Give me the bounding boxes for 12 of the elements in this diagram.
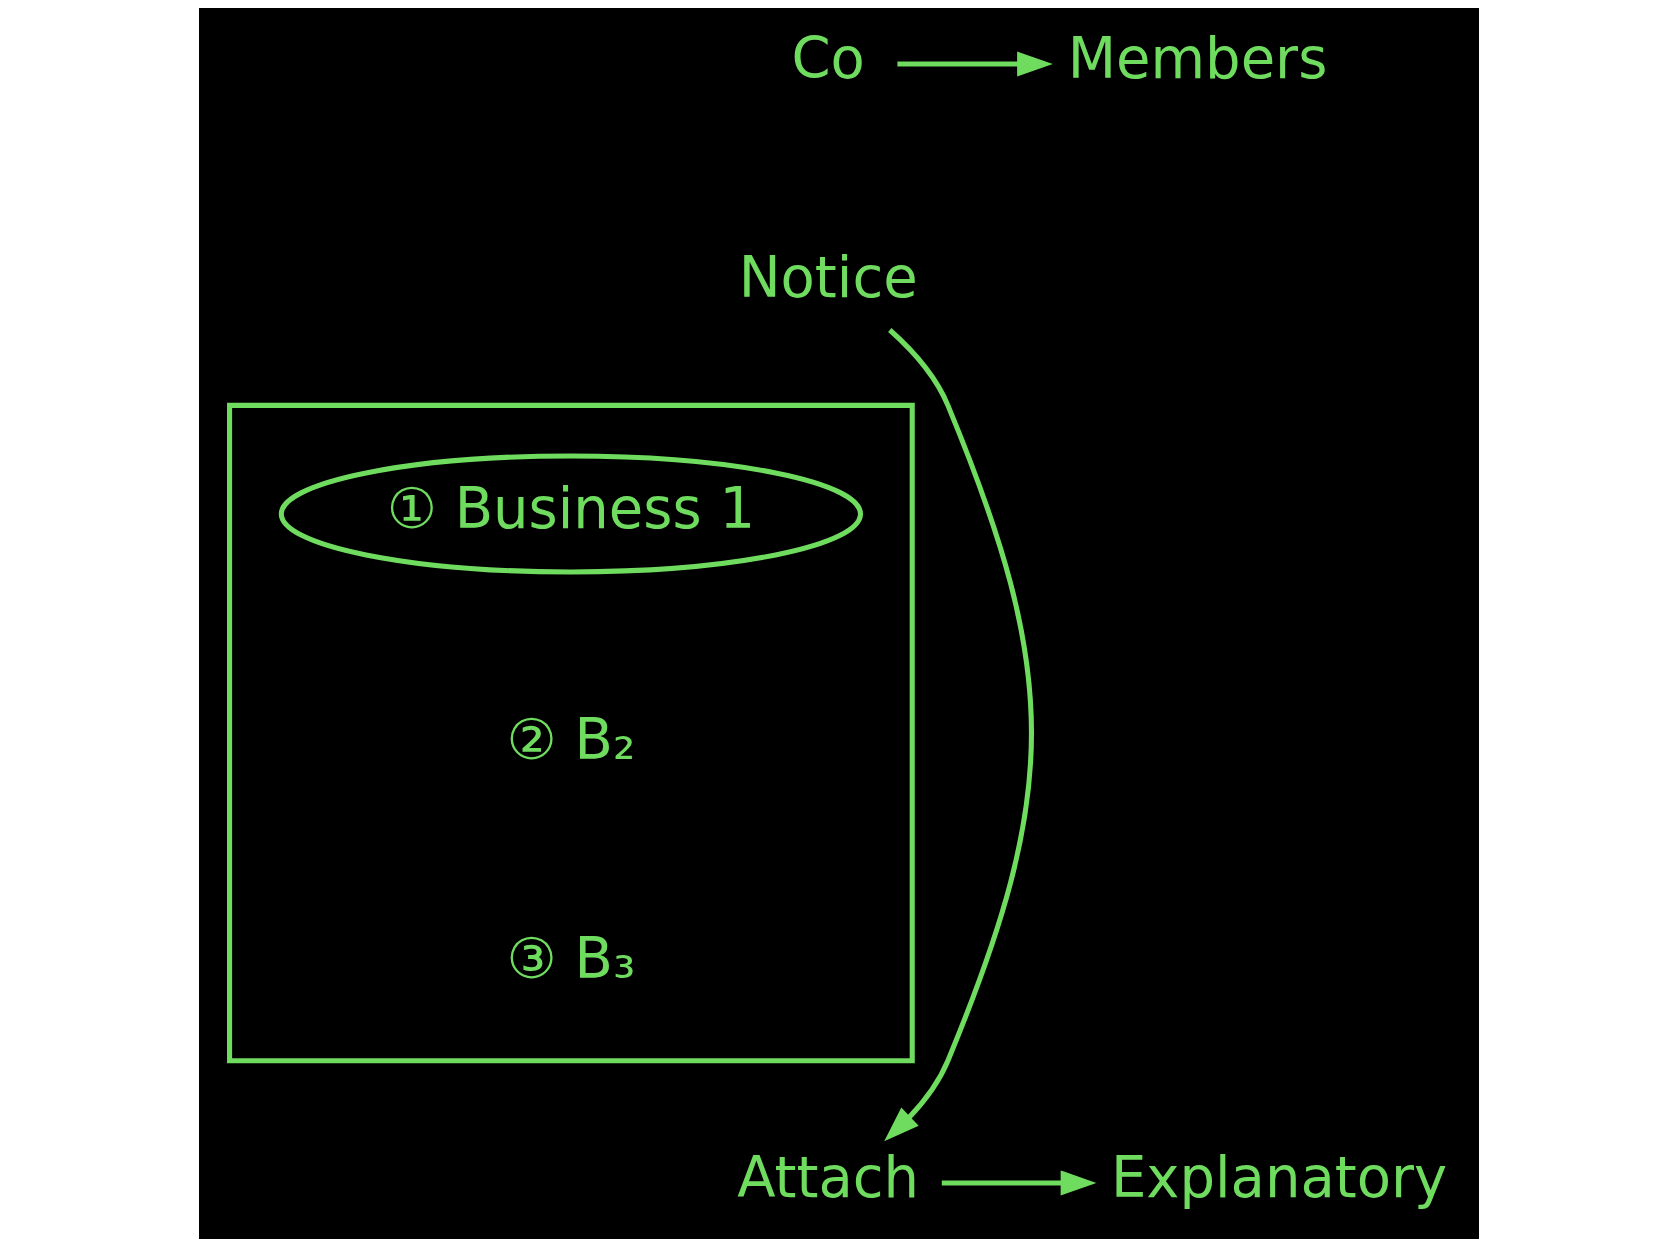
node-ellipse: ① Business 1 xyxy=(278,453,863,575)
arrow xyxy=(883,328,1034,1142)
arrow xyxy=(941,1170,1096,1196)
node-text: Co xyxy=(790,26,865,92)
node-text: ③ B₃ xyxy=(505,926,635,992)
arrow xyxy=(896,51,1053,77)
node-text: ② B₂ xyxy=(505,707,635,773)
node-text: Notice xyxy=(738,245,918,311)
node-text: Attach xyxy=(736,1145,919,1211)
node-text: Explanatory xyxy=(1110,1145,1447,1211)
node-text: Members xyxy=(1067,26,1327,92)
cluster xyxy=(226,402,915,1064)
